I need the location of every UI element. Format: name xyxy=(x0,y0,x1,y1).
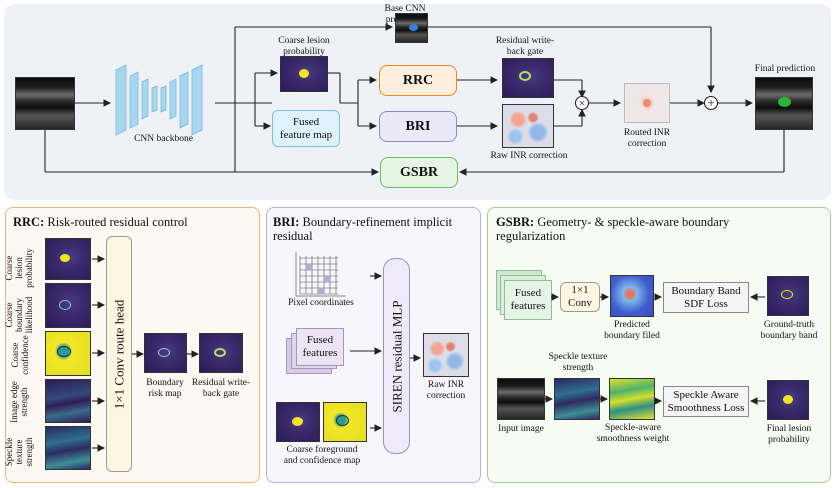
rrc-panel-title: RRC: Risk-routed residual control xyxy=(13,215,188,229)
boundary-risk-map-label: Boundary risk map xyxy=(146,378,184,399)
coarse-confidence-map xyxy=(323,402,367,442)
gsbr-panel xyxy=(487,207,831,483)
predicted-boundary-label: Predicted boundary filed xyxy=(604,320,660,341)
coarse-lesion-probability-map xyxy=(280,56,328,92)
rrc-module: RRC xyxy=(379,65,457,96)
rrc-input-edge-strength xyxy=(45,379,91,423)
rrc-input-boundary-likelihood xyxy=(45,283,91,328)
pixel-coordinates-label: Pixel coordinates xyxy=(288,298,354,308)
bri-module: BRI xyxy=(379,111,457,142)
add-symbol: + xyxy=(707,95,715,110)
rrc-input-lesion-probability xyxy=(45,238,91,280)
base-cnn-prediction-image xyxy=(395,13,428,43)
sdf-loss-box: Boundary Band SDF Loss xyxy=(663,282,749,313)
gsbr-input-image-label: Input image xyxy=(498,424,544,434)
bri-panel-title: BRI: Boundary-refinement implicit residu… xyxy=(273,215,453,243)
cnn-backbone-label: CNN backbone xyxy=(134,134,193,144)
coarse-lesion-probability-label: Coarse lesion probability xyxy=(278,36,330,57)
smoothness-loss-box: Speckle Aware Smoothness Loss xyxy=(663,386,749,417)
fused-feature-map: Fused feature map xyxy=(272,110,340,147)
gsbr-panel-title: GSBR: Geometry- & speckle-aware boundary… xyxy=(496,215,730,243)
add-node xyxy=(703,95,719,111)
rrc-route-head: 1×1 Conv route head xyxy=(106,236,132,472)
speckle-weight-label: Speckle-aware smoothness weight xyxy=(596,423,670,444)
bri-fused-features-label: Fused features xyxy=(296,328,344,366)
predicted-boundary-map xyxy=(610,275,654,317)
routed-inr-correction-label: Routed INR correction xyxy=(623,128,671,149)
multiply-node xyxy=(574,95,590,111)
final-lesion-probability-label: Final lesion probability xyxy=(766,424,812,445)
input-ultrasound-image xyxy=(15,77,75,130)
bri-fused-features-stack: Fused features xyxy=(286,326,346,374)
routed-inr-correction-map xyxy=(624,83,670,123)
speckle-texture-label: Speckle texture strength xyxy=(548,352,608,373)
rrc-residual-gate-map xyxy=(199,333,243,373)
gsbr-conv: 1×1 Conv xyxy=(560,282,600,312)
cnn-backbone-icon xyxy=(115,64,203,136)
multiply-symbol: × xyxy=(578,96,586,110)
final-lesion-probability-map xyxy=(767,380,809,420)
gt-boundary-band xyxy=(767,276,809,316)
rrc-residual-gate-label: Residual write- back gate xyxy=(191,378,251,399)
raw-inr-correction-label: Raw INR correction xyxy=(490,151,568,161)
bri-raw-inr-map xyxy=(423,333,469,377)
speckle-weight-map xyxy=(609,378,655,420)
bri-raw-inr-label: Raw INR correction xyxy=(426,380,466,401)
residual-gate-map xyxy=(502,58,554,98)
siren-mlp: SIREN residual MLP xyxy=(383,258,410,454)
final-prediction-label: Final prediction xyxy=(754,64,816,74)
boundary-risk-map xyxy=(144,333,187,373)
speckle-texture-map xyxy=(554,378,600,420)
rrc-input-speckle-strength xyxy=(45,426,91,470)
gsbr-module: GSBR xyxy=(380,157,458,188)
gsbr-fused-features-stack: Fused features xyxy=(496,270,556,322)
gsbr-input-image xyxy=(497,378,545,420)
final-prediction-image xyxy=(755,77,813,130)
coarse-fg-conf-label: Coarse foreground and confidence map xyxy=(283,445,361,466)
raw-inr-correction-map xyxy=(502,104,554,148)
coarse-foreground-map xyxy=(276,402,320,442)
residual-gate-label: Residual write- back gate xyxy=(495,36,555,57)
gsbr-fused-features-label: Fused features xyxy=(504,280,552,320)
gt-boundary-band-label: Ground-truth boundary band xyxy=(760,320,818,341)
pixel-grid-icon xyxy=(295,252,346,297)
rrc-input-confidence xyxy=(45,331,91,376)
